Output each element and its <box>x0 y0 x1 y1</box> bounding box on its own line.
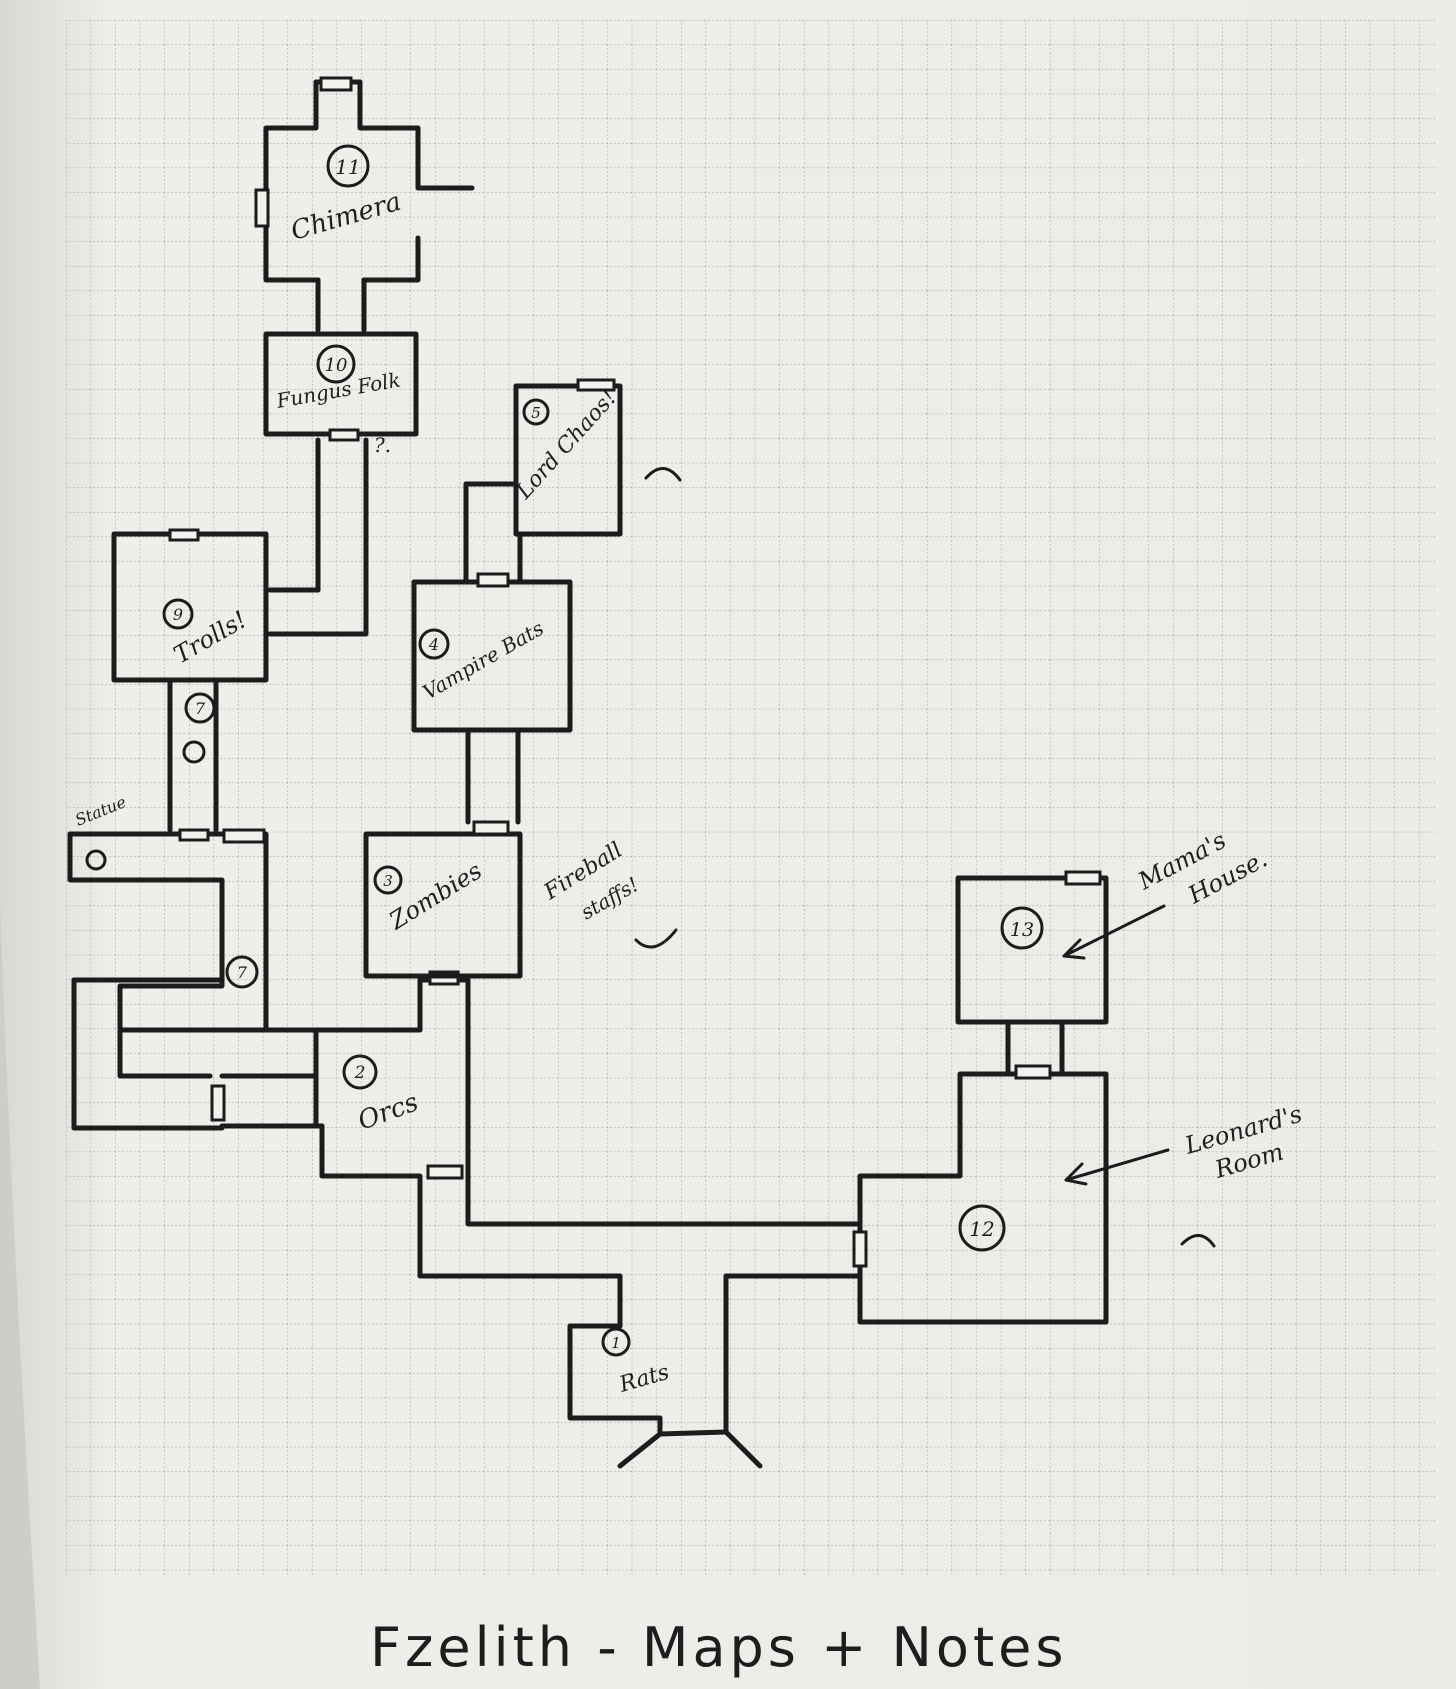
door <box>328 428 360 442</box>
door <box>576 378 616 392</box>
room-3-number: 3 <box>383 872 393 890</box>
room-10-number: 10 <box>325 355 348 376</box>
room-markers: 11 10 5 9 4 7 3 7 2 13 12 1 <box>162 144 1044 1357</box>
door <box>1014 1064 1052 1080</box>
room-13-number: 13 <box>1010 919 1034 941</box>
room-9-number: 9 <box>173 605 183 624</box>
door <box>1064 870 1102 886</box>
room-1-number: 1 <box>611 1334 621 1352</box>
frown-face <box>1180 1234 1216 1248</box>
note-question: ?. <box>374 433 391 457</box>
door <box>426 1164 464 1180</box>
door <box>178 828 210 842</box>
door <box>476 572 510 588</box>
room-7-number: 7 <box>237 963 248 982</box>
door <box>852 1230 868 1268</box>
statue-symbol <box>182 740 206 764</box>
arrow-to-12 <box>1064 1148 1170 1186</box>
room-4-number: 4 <box>428 635 439 654</box>
arrow-to-13 <box>1062 904 1166 960</box>
room-8-number: 7 <box>195 699 206 718</box>
map-walls <box>67 76 1216 1469</box>
room-12-number: 12 <box>969 1217 994 1241</box>
door <box>168 528 200 542</box>
smile-face <box>634 928 678 949</box>
room-2-number: 2 <box>354 1063 366 1083</box>
door <box>472 820 510 836</box>
grid <box>66 20 1436 1575</box>
door <box>254 188 270 228</box>
statue-symbol <box>85 849 107 871</box>
frown-face <box>644 467 682 482</box>
room-5-number: 5 <box>531 404 541 422</box>
door <box>319 76 353 92</box>
door <box>210 1084 226 1122</box>
page-title: Fzelith - Maps + Notes <box>370 1616 1067 1679</box>
door <box>222 828 266 844</box>
room-11-number: 11 <box>335 155 360 179</box>
